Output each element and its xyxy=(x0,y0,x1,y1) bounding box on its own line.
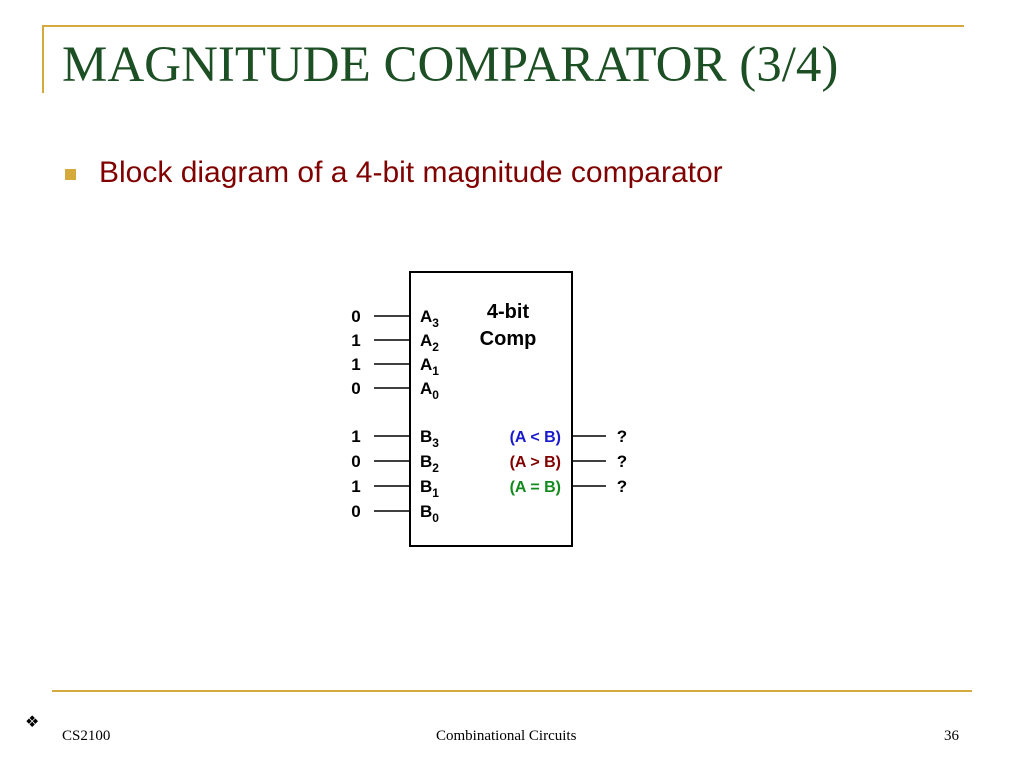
input-b-subscript: 2 xyxy=(432,461,439,475)
block-title-line: 4-bit xyxy=(487,301,530,323)
output-value: ? xyxy=(617,477,627,496)
footer-course: CS2100 xyxy=(62,728,111,744)
block-title-line: Comp xyxy=(480,328,537,350)
input-a-subscript: 0 xyxy=(432,388,439,402)
input-b-subscript: 1 xyxy=(432,486,439,500)
output-label: (A = B) xyxy=(510,479,561,496)
input-b-subscript: 3 xyxy=(432,436,439,450)
bullet-text: Block diagram of a 4-bit magnitude compa… xyxy=(99,156,723,189)
input-a-value: 0 xyxy=(351,379,360,398)
input-a-value: 1 xyxy=(351,331,360,350)
input-b-value: 1 xyxy=(351,477,360,496)
diamond-bullet-icon: ❖ xyxy=(25,712,40,731)
footer-topic: Combinational Circuits xyxy=(436,728,577,744)
footer-page-number: 36 xyxy=(944,728,959,744)
input-b-value: 0 xyxy=(351,452,360,471)
input-a-value: 1 xyxy=(351,355,360,374)
input-a-subscript: 3 xyxy=(432,316,439,330)
input-a-subscript: 1 xyxy=(432,364,439,378)
footer-rule xyxy=(52,690,972,692)
output-value: ? xyxy=(617,452,627,471)
output-label: (A < B) xyxy=(510,429,561,446)
input-a-subscript: 2 xyxy=(432,340,439,354)
output-label: (A > B) xyxy=(510,454,561,471)
left-rule xyxy=(42,25,44,93)
square-bullet-icon xyxy=(65,169,76,180)
input-b-value: 0 xyxy=(351,502,360,521)
slide-title: MAGNITUDE COMPARATOR (3/4) xyxy=(62,37,839,93)
input-b-value: 1 xyxy=(351,427,360,446)
input-a-value: 0 xyxy=(351,307,360,326)
input-b-subscript: 0 xyxy=(432,511,439,525)
top-rule xyxy=(42,25,964,27)
output-value: ? xyxy=(617,427,627,446)
comparator-block xyxy=(409,271,573,547)
